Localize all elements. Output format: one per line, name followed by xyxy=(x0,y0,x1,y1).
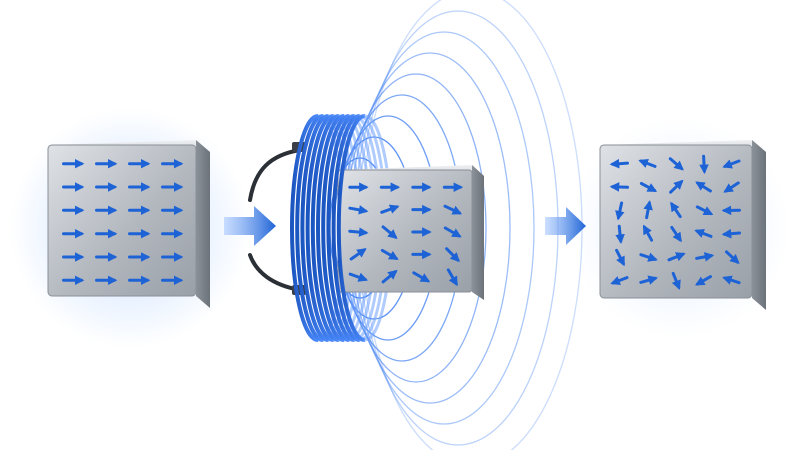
magnetic-domain-arrow-icon xyxy=(667,252,686,262)
block-front-face xyxy=(47,144,197,297)
magnetic-domain-arrow-icon xyxy=(348,272,369,282)
coil-turn-front xyxy=(326,114,355,342)
block-front-face xyxy=(599,144,753,299)
block-in-coil xyxy=(337,165,484,300)
step-arrow-1 xyxy=(224,206,276,246)
coil-turn-front xyxy=(295,114,324,342)
magnetic-domain-arrow-icon xyxy=(610,276,629,286)
magnetic-domain-arrow-icon xyxy=(671,271,681,290)
magnetic-domain-arrow-icon xyxy=(669,179,684,194)
coil-turn-front xyxy=(336,114,366,342)
coil-turn-front xyxy=(290,114,319,342)
magnetic-domain-arrow-icon xyxy=(348,227,369,237)
arrow-right-icon xyxy=(224,206,276,246)
magnetic-domain-arrow-icon xyxy=(639,182,658,192)
magnetic-domain-arrow-icon xyxy=(642,224,654,242)
coil-turn-front xyxy=(305,114,334,342)
cable-upper xyxy=(248,148,302,202)
magnetic-domain-arrow-icon xyxy=(699,154,709,175)
coil-turn-front xyxy=(321,114,350,342)
magnetic-domain-arrow-icon xyxy=(721,228,741,239)
magnetic-domain-arrow-icon xyxy=(381,269,398,284)
magnetic-domain-arrow-icon xyxy=(639,252,658,262)
magnetic-domain-arrow-icon xyxy=(670,225,682,243)
magnetic-domain-arrow-icon xyxy=(380,248,399,260)
magnetic-domain-arrow-icon xyxy=(412,271,431,283)
magnetic-domain-arrow-icon xyxy=(609,158,629,169)
block-side-face xyxy=(196,140,210,308)
arrow-right-icon xyxy=(545,207,586,245)
magnetic-domain-arrow-icon xyxy=(615,248,625,267)
magnetized-block xyxy=(47,140,210,308)
magnetic-domain-arrow-icon xyxy=(695,275,712,286)
magnetic-domain-arrow-icon xyxy=(643,200,653,220)
demagnetized-block xyxy=(599,140,766,310)
magnetic-domain-arrow-icon xyxy=(723,181,740,193)
magnetic-domain-arrow-icon xyxy=(615,201,625,221)
magnetic-domain-arrow-icon xyxy=(443,226,462,238)
magnetic-domain-arrow-icon xyxy=(443,204,463,215)
magnetic-domain-arrow-icon xyxy=(695,181,712,193)
magnetic-domain-arrow-icon xyxy=(695,205,714,216)
magnetic-domain-arrow-icon xyxy=(668,157,684,171)
magnetic-domain-arrow-icon xyxy=(638,158,657,168)
block-side-face xyxy=(752,140,766,310)
block-side-face xyxy=(472,165,484,300)
random-arrow-grid xyxy=(609,154,741,290)
magnetic-domain-arrow-icon xyxy=(670,201,682,219)
magnetic-domain-arrow-icon xyxy=(445,247,460,263)
coil-turn-front xyxy=(310,114,340,342)
magnetic-domain-arrow-icon xyxy=(639,275,658,285)
partially-disordered-arrow-grid xyxy=(348,182,464,287)
magnetic-domain-arrow-icon xyxy=(446,268,458,287)
magnetic-domain-arrow-icon xyxy=(695,252,715,262)
coil-turn-front xyxy=(300,114,329,342)
magnetic-domain-arrow-icon xyxy=(725,250,740,265)
magnetic-domain-arrow-icon xyxy=(722,275,741,285)
magnetic-domain-arrow-icon xyxy=(722,159,741,169)
magnetic-domain-arrow-icon xyxy=(694,228,713,238)
magnetic-domain-arrow-icon xyxy=(349,248,367,261)
step-arrow-2 xyxy=(545,207,586,245)
magnetic-domain-arrow-icon xyxy=(609,182,629,192)
magnetic-domain-arrow-icon xyxy=(380,204,400,214)
coil-turn-front xyxy=(331,114,360,342)
aligned-arrow-grid xyxy=(62,158,184,286)
electromagnetic-coil-icon xyxy=(290,114,366,342)
magnetic-domain-arrow-icon xyxy=(381,225,398,239)
coil-turn-front xyxy=(316,114,345,342)
magnetic-domain-arrow-icon xyxy=(615,224,625,244)
magnetic-domain-arrow-icon xyxy=(348,205,369,215)
